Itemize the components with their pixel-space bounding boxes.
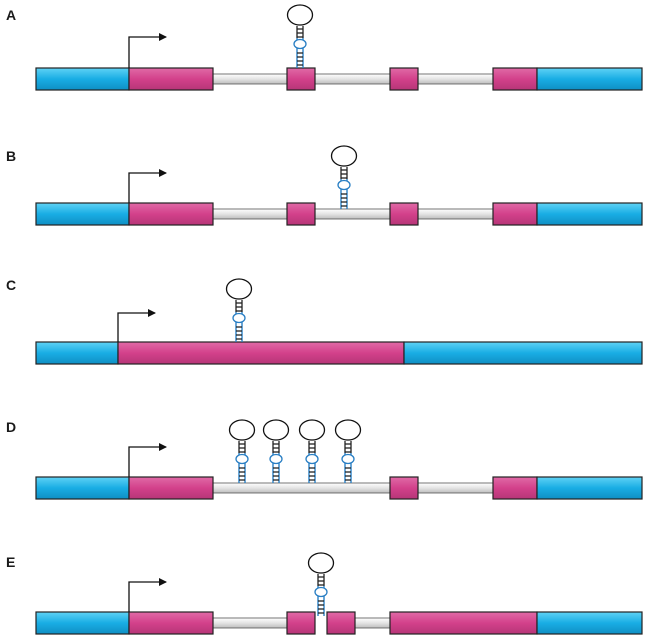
exon — [128, 67, 214, 91]
hairpin — [286, 4, 314, 68]
gene-d — [35, 419, 643, 500]
transcription-start-arrow — [128, 443, 167, 477]
gene-e — [35, 552, 643, 635]
transcription-start-arrow — [117, 309, 156, 342]
exon — [117, 341, 405, 365]
utr-5prime — [35, 611, 130, 635]
exon — [326, 611, 356, 635]
exon — [286, 611, 316, 635]
intron — [211, 482, 494, 494]
gene-a — [35, 4, 643, 91]
exon — [128, 202, 214, 226]
hairpin — [330, 145, 358, 209]
panel-label-d: D — [6, 419, 16, 435]
intron — [211, 73, 494, 85]
transcription-start-arrow — [128, 169, 167, 203]
transcription-start-arrow — [128, 33, 167, 68]
utr-3prime — [536, 476, 643, 500]
gene-c — [35, 278, 643, 365]
panel-label-c: C — [6, 277, 16, 293]
intron — [353, 617, 395, 629]
panel-label-a: A — [6, 7, 16, 23]
hairpin — [225, 278, 253, 342]
gene-b — [35, 145, 643, 226]
panel-label-e: E — [6, 554, 15, 570]
utr-3prime — [536, 611, 643, 635]
hairpin — [262, 419, 290, 483]
utr-5prime — [35, 476, 130, 500]
intron — [211, 617, 293, 629]
exon — [389, 611, 538, 635]
hairpin — [307, 552, 335, 616]
intron — [211, 208, 494, 220]
exon — [492, 67, 538, 91]
exon — [286, 202, 316, 226]
exon — [389, 202, 419, 226]
exon — [128, 611, 214, 635]
exon — [389, 67, 419, 91]
panel-label-b: B — [6, 148, 16, 164]
utr-3prime — [536, 202, 643, 226]
hairpin — [228, 419, 256, 483]
exon — [492, 476, 538, 500]
exon — [286, 67, 316, 91]
exon — [492, 202, 538, 226]
exon — [128, 476, 214, 500]
exon — [389, 476, 419, 500]
utr-5prime — [35, 341, 119, 365]
utr-3prime — [403, 341, 643, 365]
utr-5prime — [35, 202, 130, 226]
hairpin — [334, 419, 362, 483]
transcription-start-arrow — [128, 578, 167, 612]
utr-5prime — [35, 67, 130, 91]
hairpin — [298, 419, 326, 483]
utr-3prime — [536, 67, 643, 91]
